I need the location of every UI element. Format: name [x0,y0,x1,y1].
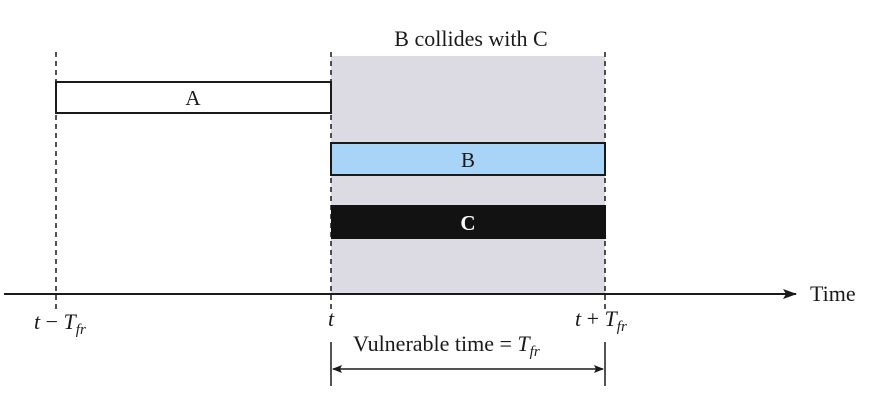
tick-label-end: t + Tfr [575,306,627,335]
tick-label-start: t − Tfr [34,309,86,338]
tick-label-mid: t [328,306,335,331]
frame-b-label: B [461,148,475,172]
frame-a [55,81,332,114]
frame-a-label: A [185,86,201,110]
frame-c [331,205,606,239]
vulnerable-time-label: Vulnerable time = Tfr [353,331,540,360]
collision-title: B collides with C [394,26,547,51]
frame-c-label: C [460,211,475,235]
frame-b [330,142,606,176]
time-axis-label: Time [810,281,856,306]
